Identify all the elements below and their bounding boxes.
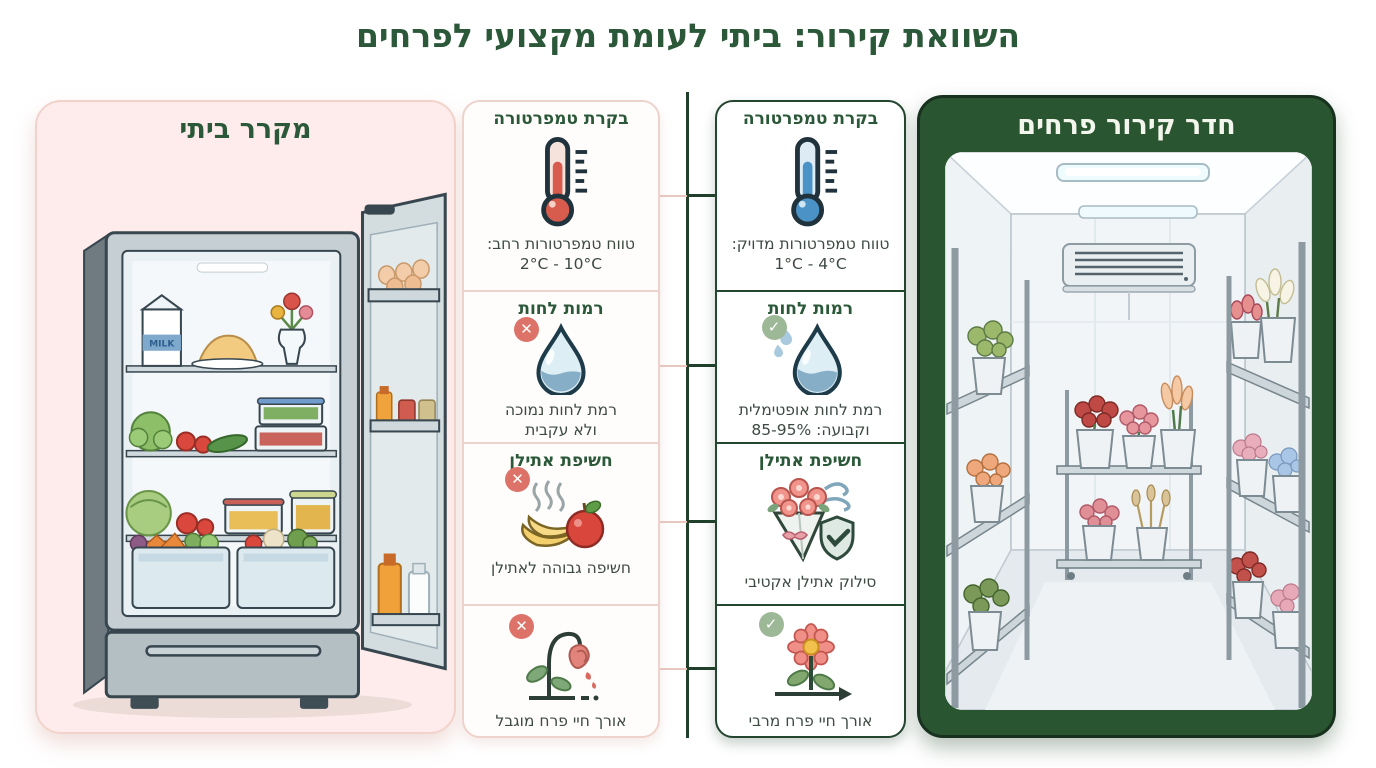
wilted-flower-icon <box>526 631 599 701</box>
x-mark-badge: ✕ <box>509 614 534 639</box>
page-title: השוואת קירור: ביתי לעומת מקצועי לפרחים <box>355 16 1021 55</box>
home-row-temperature: בקרת טמפרטורה טווח טמפרטורות רחב: 2°C - … <box>487 109 635 273</box>
home-fridge-panel: מקרר ביתי MILK <box>35 100 456 734</box>
milk-carton: MILK <box>139 294 184 367</box>
ceiling-light <box>1078 205 1198 219</box>
home-attributes-column: בקרת טמפרטורה טווח טמפרטורות רחב: 2°C - … <box>462 100 660 738</box>
flower-cold-room-panel: חדר קירור פרחים <box>917 95 1336 738</box>
x-mark-badge: ✕ <box>505 466 530 492</box>
home-fridge-illustration: MILK <box>72 192 447 718</box>
left-flower-shelf <box>946 248 1030 708</box>
check-badge: ✓ <box>758 612 784 637</box>
pro-row-humidity: רמות לחות ✓ רמת לחות אופטימלית וקבועה: 8… <box>717 290 904 442</box>
pro-attributes-column: בקרת טמפרטורה טווח טמפרטורות מדויק: 1°C … <box>715 100 906 738</box>
connector-left-temp <box>659 195 687 197</box>
comparison-spine-line <box>686 92 689 738</box>
connector-right-ethylene <box>689 520 716 523</box>
water-drop-icon <box>536 322 586 397</box>
flower-cold-room-illustration <box>945 152 1312 710</box>
thermometer-cold-icon <box>790 136 837 227</box>
check-badge: ✓ <box>761 314 787 340</box>
home-row-flower-life: ✕ אורך חיי פרח מוגבל <box>464 604 658 732</box>
pro-row-ethylene: חשיפת אתילן <box>717 442 904 604</box>
ac-unit <box>1062 243 1196 320</box>
cold-room-panel-title: חדר קירור פרחים <box>1017 110 1236 141</box>
vase-flowers <box>270 292 314 365</box>
x-mark-badge: ✕ <box>514 316 539 342</box>
healthy-flower-icon <box>774 623 852 701</box>
connector-right-life <box>689 667 716 670</box>
pro-row-flower-life: ✓ אורך חיי פרח מרבי <box>717 604 904 732</box>
home-row-ethylene: חשיפת אתילן ✕ חשיפה גבוהה לאתילן <box>464 442 658 604</box>
center-flower-cart <box>1056 375 1202 580</box>
bouquet-shield-icon <box>767 477 854 562</box>
connector-right-humidity <box>689 364 716 367</box>
connector-left-humidity <box>659 365 687 367</box>
humidity-drops-icon <box>773 322 842 397</box>
home-row-humidity: רמות לחות ✕ רמת לחות נמוכה ולא עקבית <box>464 290 658 442</box>
food-containers <box>254 397 328 452</box>
connector-left-ethylene <box>659 521 687 523</box>
thermometer-warm-icon <box>541 136 588 227</box>
crisper-drawers <box>129 528 336 610</box>
connector-left-life <box>659 668 687 670</box>
right-flower-shelf <box>1226 242 1310 708</box>
connector-right-temp <box>689 194 716 197</box>
svg-text:MILK: MILK <box>149 340 175 350</box>
fridge-door-open <box>360 192 447 671</box>
pro-row-temperature: בקרת טמפרטורה טווח טמפרטורות מדויק: 1°C … <box>731 109 890 273</box>
home-panel-title: מקרר ביתי <box>179 114 312 145</box>
fruit-ethylene-icon <box>521 479 605 548</box>
